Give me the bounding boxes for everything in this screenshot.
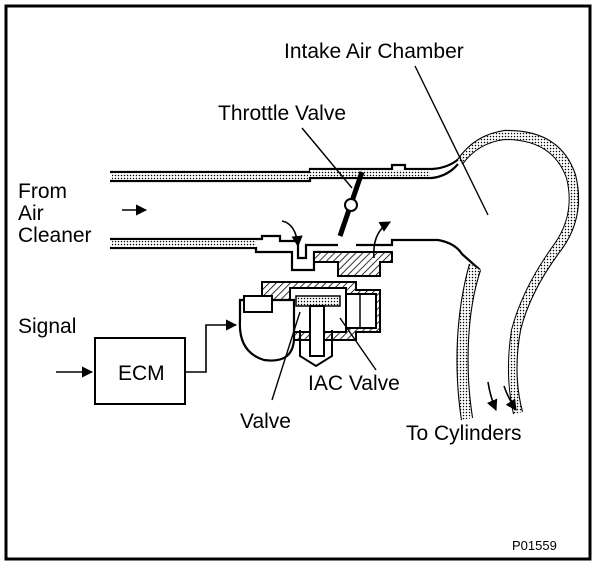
iac-solenoid: [240, 296, 294, 361]
throttle-valve-plate: [340, 172, 362, 236]
label-from-air-cleaner-3: Cleaner: [18, 224, 92, 247]
airflow-arrow-bypass-in: [282, 221, 298, 246]
label-ecm: ECM: [118, 362, 165, 385]
label-intake-air-chamber: Intake Air Chamber: [284, 40, 464, 63]
label-signal: Signal: [18, 315, 76, 338]
label-from-air-cleaner-1: From: [18, 180, 67, 203]
airflow-arrow-cylinders-1: [488, 382, 496, 410]
intake-pipe-upper-fill: [112, 173, 308, 180]
label-iac-valve: IAC Valve: [308, 372, 400, 395]
intake-pipe-upper-fill-2: [310, 170, 430, 177]
label-valve: Valve: [240, 410, 291, 433]
figure-code: P01559: [512, 538, 557, 553]
ecm-to-valve-wire: [185, 325, 236, 372]
label-from-air-cleaner-2: Air: [18, 202, 44, 225]
label-to-cylinders: To Cylinders: [406, 422, 522, 445]
label-throttle-valve: Throttle Valve: [218, 102, 346, 125]
intake-pipe-lower-fill: [112, 240, 256, 247]
